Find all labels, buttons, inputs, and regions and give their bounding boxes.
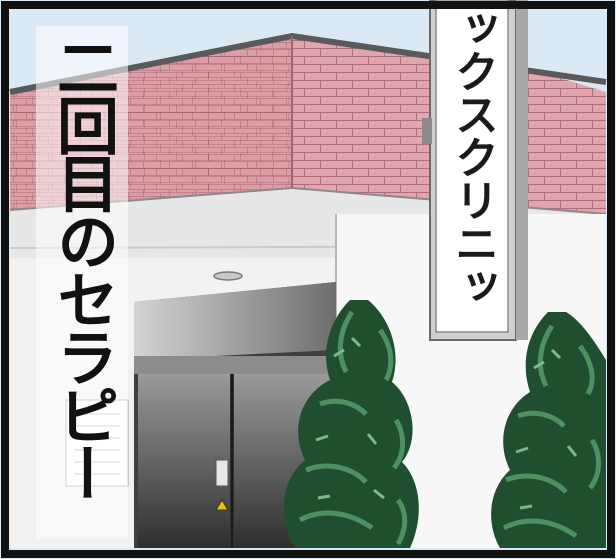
shrub-center: [283, 300, 419, 548]
sign-bracket: [422, 118, 432, 144]
door-warning-label-icon: [215, 499, 229, 511]
door-transom: [134, 356, 330, 374]
ceiling-light-icon: [213, 271, 243, 281]
caption-text: 二回目のセラピー: [46, 36, 119, 500]
clinic-sign-text: ックスクリニック: [447, 6, 498, 307]
entrance-upper-glass: [134, 282, 336, 360]
shrub-right: [491, 312, 606, 548]
clinic-sign-side: [516, 0, 528, 340]
clinic-sign-face: [435, 0, 509, 333]
caption-box: 二回目のセラピー: [36, 26, 128, 538]
door-notice: [215, 459, 229, 487]
glass-door-left: [138, 374, 230, 548]
